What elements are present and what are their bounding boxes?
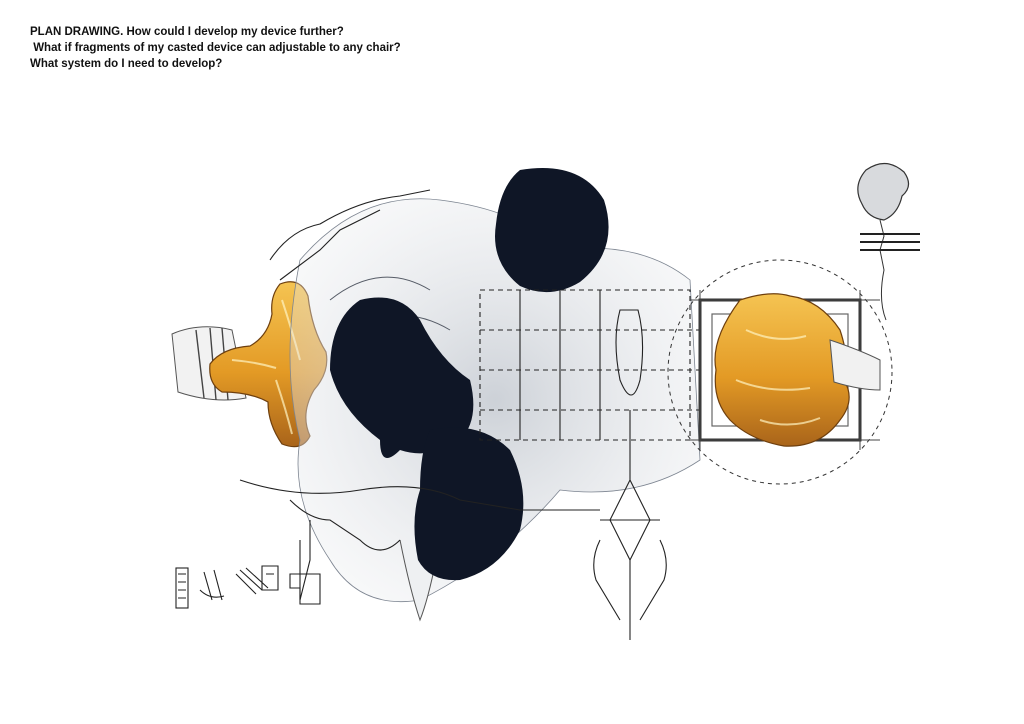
frame-linework xyxy=(239,189,700,640)
top-right-knob-sketch xyxy=(857,162,920,321)
right-adjustable-frame xyxy=(667,259,893,485)
caption-text-block: PLAN DRAWING. How could I develop my dev… xyxy=(30,24,630,72)
caption-line-3: What system do I need to develop? xyxy=(30,58,223,70)
caption-line-2: What if fragments of my casted device ca… xyxy=(30,42,401,54)
dark-ink-washes xyxy=(330,168,609,581)
caption-line-1: PLAN DRAWING. How could I develop my dev… xyxy=(30,26,344,38)
bottom-left-detail-sketches xyxy=(175,565,321,609)
